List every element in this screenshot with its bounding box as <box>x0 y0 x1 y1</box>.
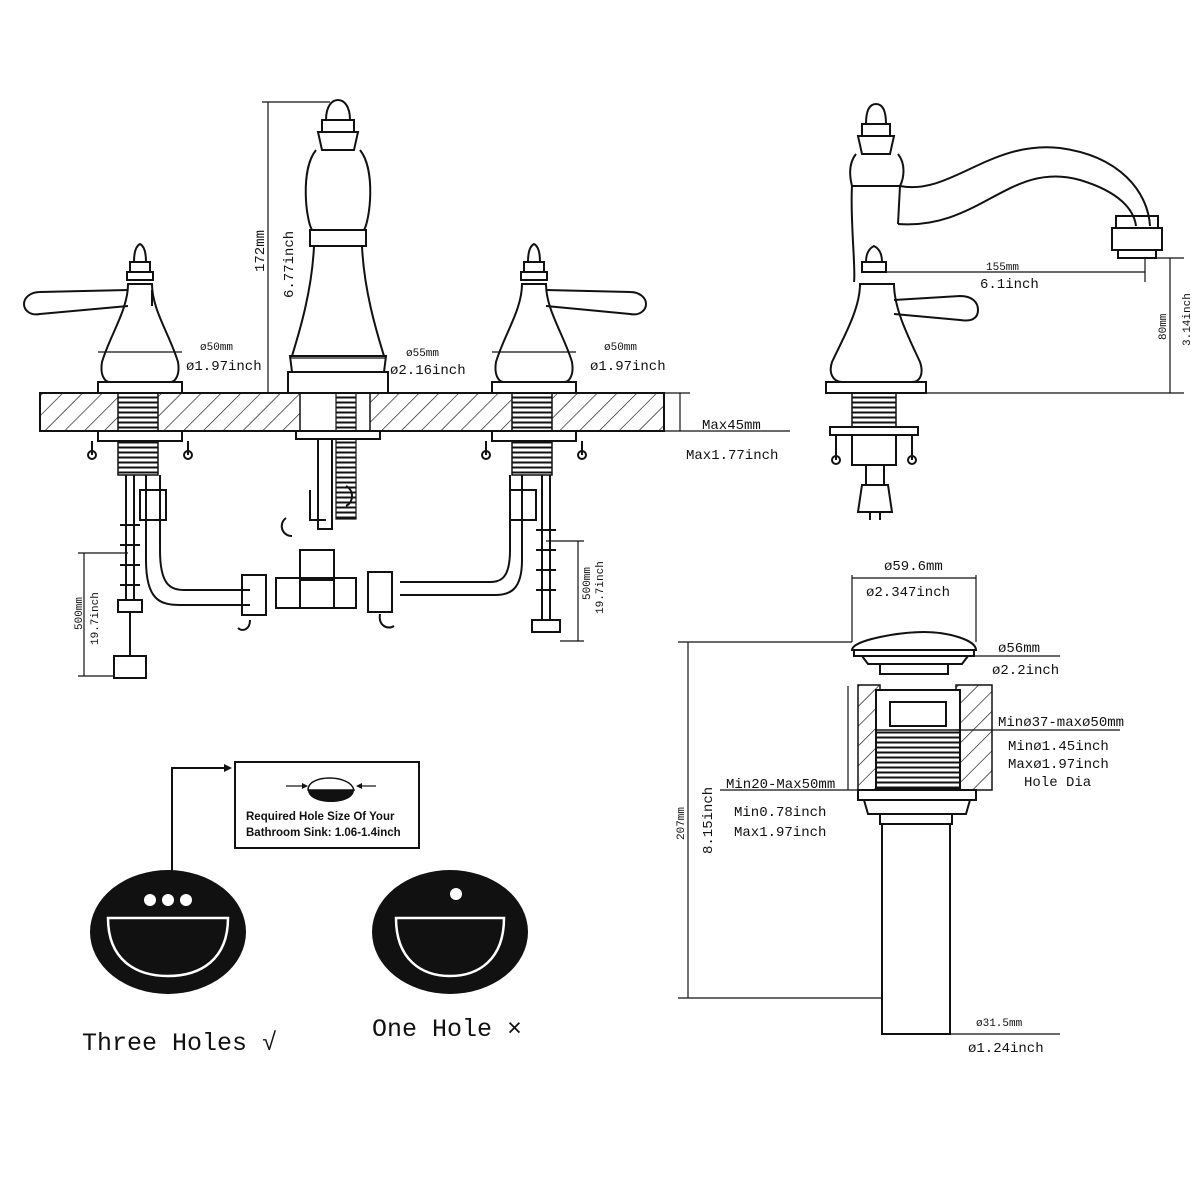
spout-base-dia-mm: ø55mm <box>406 348 439 360</box>
hole-range-mm: Minø37-maxø50mm <box>998 715 1124 731</box>
spout-height-side-mm: 80mm <box>1158 313 1170 340</box>
left-handle <box>22 242 193 679</box>
front-dimensions <box>78 101 790 677</box>
spout-height-mm: 172mm <box>253 230 269 272</box>
three-holes-label: Three Holes √ <box>82 1029 277 1058</box>
left-handle-dia-mm: ø50mm <box>200 342 233 354</box>
drain-length-mm: 207mm <box>676 807 688 840</box>
left-handle-dia-inch: ø1.97inch <box>186 359 262 375</box>
hole-size-note-line2: Bathroom Sink: 1.06-1.4inch <box>246 827 401 839</box>
deck-max-inch: Max1.77inch <box>686 448 778 464</box>
sink-hole-options: Required Hole Size Of Your Bathroom Sink… <box>82 761 528 1058</box>
hole-dia-label: Hole Dia <box>1024 775 1091 791</box>
pop-up-drain: ø59.6mm ø2.347inch ø56mm ø2.2inch Minø37… <box>676 559 1124 1057</box>
spout-height-inch: 6.77inch <box>282 231 298 298</box>
right-hose-mm: 500mm <box>582 567 594 600</box>
center-spout <box>280 98 389 537</box>
one-hole-label: One Hole × <box>372 1015 522 1044</box>
drain-cap-dia-inch: ø2.347inch <box>866 585 950 601</box>
drain-cap-dia-mm: ø59.6mm <box>884 559 943 575</box>
spout-height-side-inch: 3.14inch <box>1182 293 1194 346</box>
front-view: 172mm 6.77inch ø50mm ø1.97inch ø55mm ø2.… <box>22 98 790 679</box>
three-hole-sink-icon <box>90 870 246 994</box>
drain-flange-dia-mm: ø56mm <box>998 641 1040 657</box>
left-hose-mm: 500mm <box>74 597 86 630</box>
reach-inch: 6.1inch <box>980 277 1039 293</box>
hole-size-note-line1: Required Hole Size Of Your <box>246 811 395 823</box>
right-handle <box>367 242 648 633</box>
left-hose-inch: 19.7inch <box>90 592 102 645</box>
thickness-min-inch: Min0.78inch <box>734 805 826 821</box>
countertop <box>39 392 665 432</box>
right-hose-inch: 19.7inch <box>595 561 607 614</box>
side-view: 155mm 6.1inch 80mm 3.14inch <box>825 102 1194 520</box>
drain-flange-dia-inch: ø2.2inch <box>992 663 1059 679</box>
hole-min-inch: Minø1.45inch <box>1008 739 1109 755</box>
hole-max-inch: Maxø1.97inch <box>1008 757 1109 773</box>
tail-dia-inch: ø1.24inch <box>968 1041 1044 1057</box>
center-tee <box>275 549 357 609</box>
right-handle-dia-inch: ø1.97inch <box>590 359 666 375</box>
left-supply-hose <box>139 475 267 631</box>
right-handle-dia-mm: ø50mm <box>604 342 637 354</box>
deck-max-mm: Max45mm <box>702 418 761 434</box>
one-hole-sink-icon <box>372 870 528 994</box>
thickness-max-inch: Max1.97inch <box>734 825 826 841</box>
tail-dia-mm: ø31.5mm <box>976 1018 1023 1030</box>
spout-base-dia-inch: ø2.16inch <box>390 363 466 379</box>
reach-mm: 155mm <box>986 262 1019 274</box>
drain-length-inch: 8.15inch <box>701 787 717 854</box>
thickness-range-mm: Min20-Max50mm <box>726 777 835 793</box>
